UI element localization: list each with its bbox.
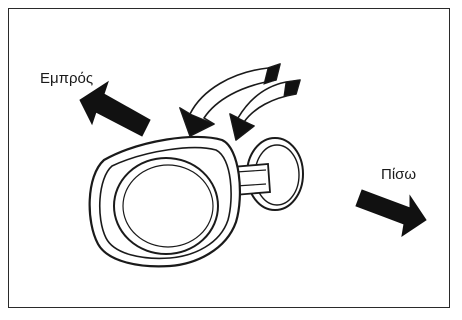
arrow-up-left-icon (79, 80, 151, 137)
backward-label: Πίσω (381, 166, 417, 183)
curved-arrow-down-icon (179, 63, 281, 137)
curved-arrow-down-icon (229, 79, 301, 141)
forward-label: Εμπρός (40, 70, 94, 87)
arrow-down-right-icon (355, 189, 427, 238)
adjustment-knob-icon (88, 135, 242, 268)
